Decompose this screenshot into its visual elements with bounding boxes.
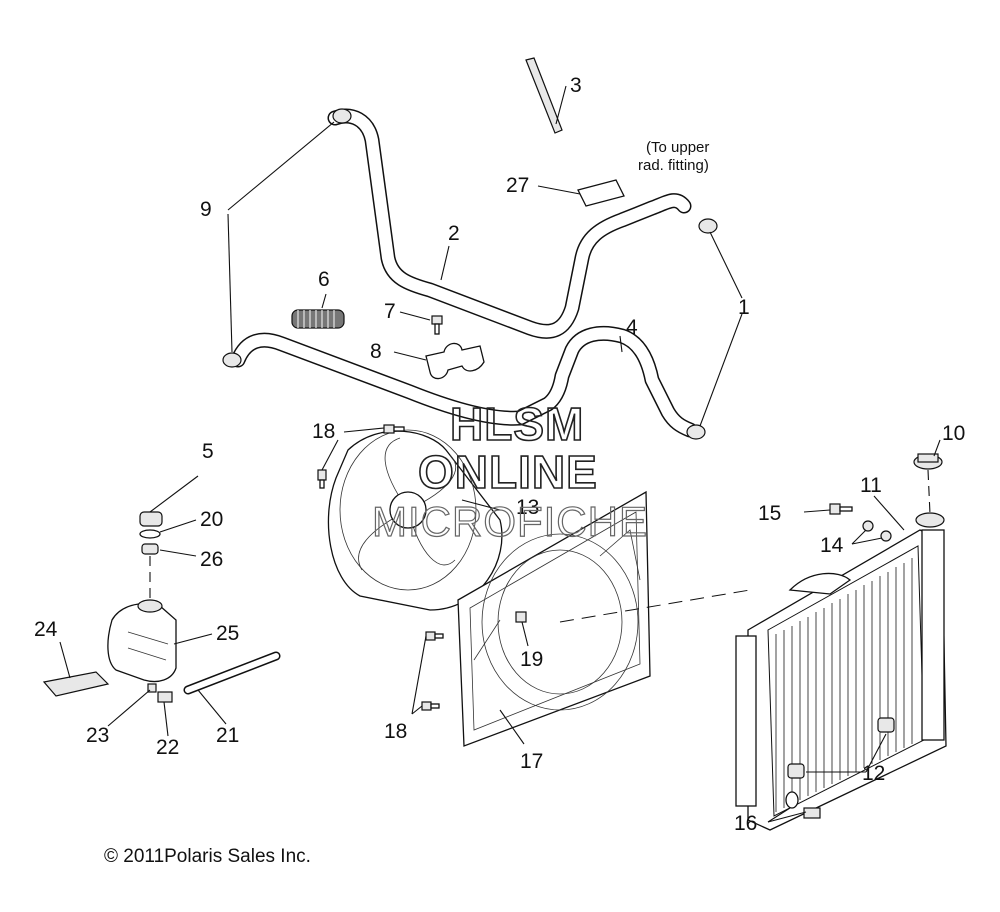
- part-18-screw-upper: [383, 424, 405, 434]
- clamp-9-upper: [332, 108, 352, 124]
- callout-15: 15: [758, 502, 781, 525]
- part-25-reservoir: [107, 599, 177, 683]
- callout-3: 3: [570, 74, 582, 97]
- callout-14: 14: [820, 534, 844, 557]
- callout-9: 9: [200, 198, 212, 221]
- callout-6: 6: [318, 268, 330, 291]
- part-6-sleeve: [291, 309, 345, 329]
- callout-26: 26: [200, 548, 223, 571]
- part-12-grommet-lower: [787, 763, 805, 779]
- part-18-screw-shroud-a: [425, 631, 444, 641]
- part-17-shroud: [457, 490, 651, 747]
- callout-5: 5: [202, 440, 214, 463]
- clamp-1-upper: [698, 218, 718, 234]
- callout-25: 25: [216, 622, 239, 645]
- part-3-strap: [525, 57, 563, 134]
- watermark-line2: ONLINE: [418, 446, 598, 498]
- part-20-o-ring: [139, 529, 161, 539]
- callout-19: 19: [520, 648, 543, 671]
- radiator-filler-neck: [915, 512, 945, 528]
- callout-18-lower: 18: [384, 720, 407, 743]
- part-12-grommet-upper: [877, 717, 895, 733]
- callout-21: 21: [216, 724, 239, 747]
- part-7-bolt: [431, 315, 443, 335]
- upper-fitting-note: (To upper rad. fitting): [638, 139, 709, 174]
- part-14-nut-b: [880, 530, 892, 542]
- part-18-screw-lower: [317, 469, 327, 489]
- callout-23: 23: [86, 724, 109, 747]
- part-21-overflow-hose: [183, 651, 281, 695]
- part-27-pad: [577, 179, 625, 207]
- part-8-bracket: [425, 342, 485, 380]
- part-26-seal: [141, 543, 159, 555]
- leader-lines: [59, 85, 941, 823]
- part-22-fitting: [157, 691, 173, 703]
- clamp-1-lower: [686, 424, 706, 440]
- part-19-clip: [515, 611, 527, 623]
- svg-text:rad. fitting): rad. fitting): [638, 157, 709, 174]
- part-10-radiator-cap: [913, 453, 943, 470]
- callout-27: 27: [506, 174, 529, 197]
- watermark-line3: MICROFICHE: [372, 498, 648, 545]
- callout-4: 4: [626, 316, 638, 339]
- callout-10: 10: [942, 422, 965, 445]
- callout-7: 7: [384, 300, 396, 323]
- part-14-nut-a: [862, 520, 874, 532]
- callout-18-upper: 18: [312, 420, 335, 443]
- part-16-sensor: [803, 807, 821, 819]
- part-13-fan-assembly: [327, 429, 503, 611]
- part-24-plate: [42, 671, 110, 697]
- clamp-9-lower: [222, 352, 242, 368]
- watermark-line1: HLSM: [450, 398, 584, 450]
- part-23-clip: [147, 683, 157, 693]
- fan-to-radiator-axis: [559, 589, 751, 623]
- callout-1: 1: [738, 296, 750, 319]
- callout-labels: 1 2 3 4 5 6 7 8 9 10 11 12 13 14 15 16 1…: [34, 74, 965, 835]
- callout-2: 2: [448, 222, 460, 245]
- callout-22: 22: [156, 736, 179, 759]
- callout-8: 8: [370, 340, 382, 363]
- callout-12: 12: [862, 762, 885, 785]
- callout-24: 24: [34, 618, 58, 641]
- callout-13: 13: [516, 496, 539, 519]
- hose-4: [230, 325, 698, 438]
- callout-17: 17: [520, 750, 543, 773]
- part-18-screw-shroud-b: [421, 701, 440, 711]
- callout-16: 16: [734, 812, 757, 835]
- watermark: HLSM ONLINE MICROFICHE: [371, 397, 648, 545]
- part-16-o-ring: [785, 791, 799, 809]
- callout-11: 11: [860, 474, 882, 497]
- copyright: © 2011Polaris Sales Inc.: [104, 846, 311, 867]
- callout-20: 20: [200, 508, 223, 531]
- part-5-reservoir-cap: [139, 511, 163, 527]
- part-15-bolt: [829, 503, 853, 515]
- hose-2: [327, 108, 692, 339]
- svg-text:(To upper: (To upper: [646, 139, 709, 156]
- part-11-radiator: [735, 529, 947, 831]
